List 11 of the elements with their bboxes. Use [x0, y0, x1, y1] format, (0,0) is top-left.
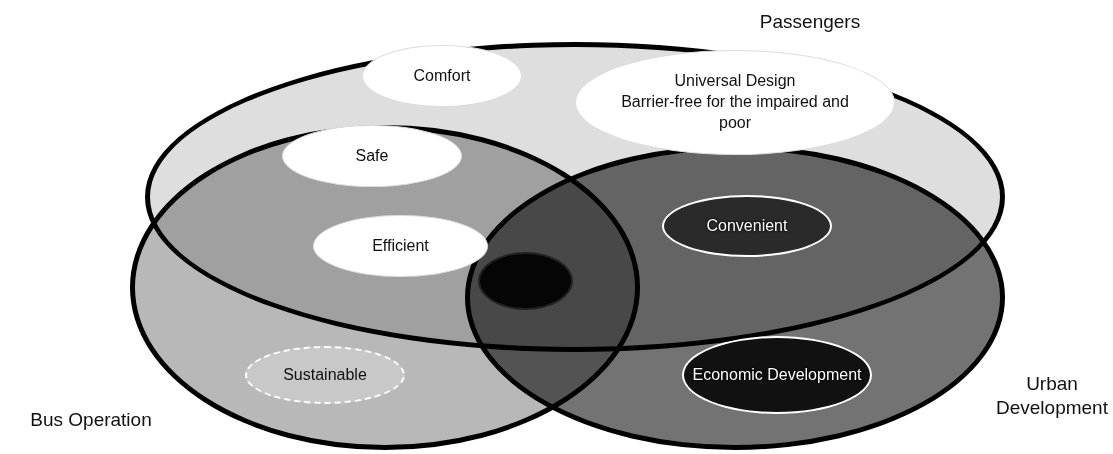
bubble-text: Economic Development	[692, 364, 862, 385]
bubble-text: Universal Design	[674, 71, 796, 92]
set-title: Urban Development	[996, 372, 1108, 420]
bubble-text: Sustainable	[283, 364, 367, 385]
bubble-text: Safe	[355, 145, 389, 166]
bubble-text: Comfort	[413, 65, 471, 86]
bubble-text: Convenient	[706, 215, 788, 236]
set-title: Passengers	[758, 10, 862, 34]
set-title: Bus Operation	[29, 408, 153, 432]
bubble-text: Efficient	[372, 235, 429, 256]
bubble-subtext: Barrier-free for the impaired and poor	[620, 92, 850, 133]
